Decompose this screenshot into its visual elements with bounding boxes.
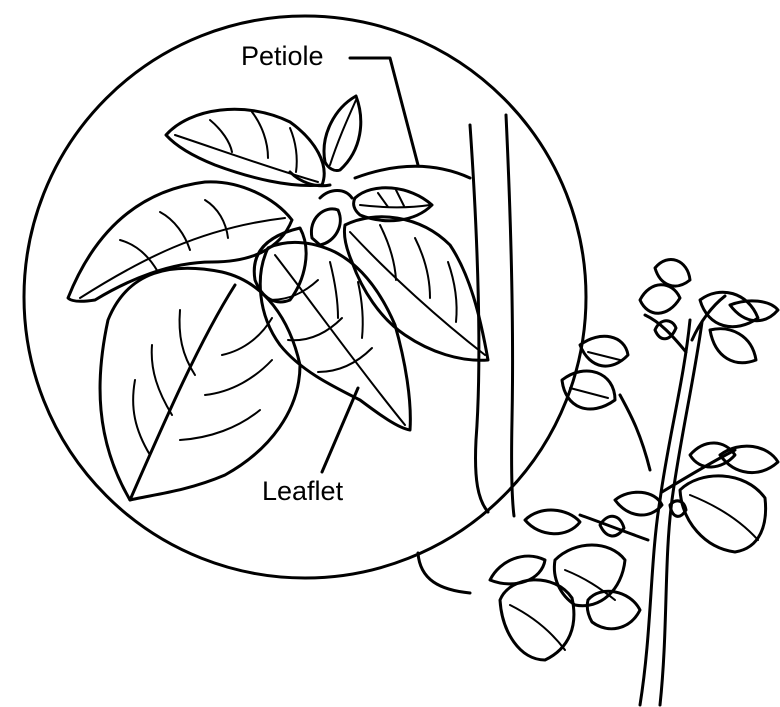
magnified-leaves [68, 96, 488, 500]
leaflet-leader-line [322, 388, 358, 472]
magnified-stem [470, 115, 514, 516]
leaflet-label: Leaflet [262, 478, 343, 505]
magnifier-connector-line [418, 553, 470, 593]
petiole-label: Petiole [241, 43, 324, 70]
whole-plant-drawing [490, 259, 778, 705]
